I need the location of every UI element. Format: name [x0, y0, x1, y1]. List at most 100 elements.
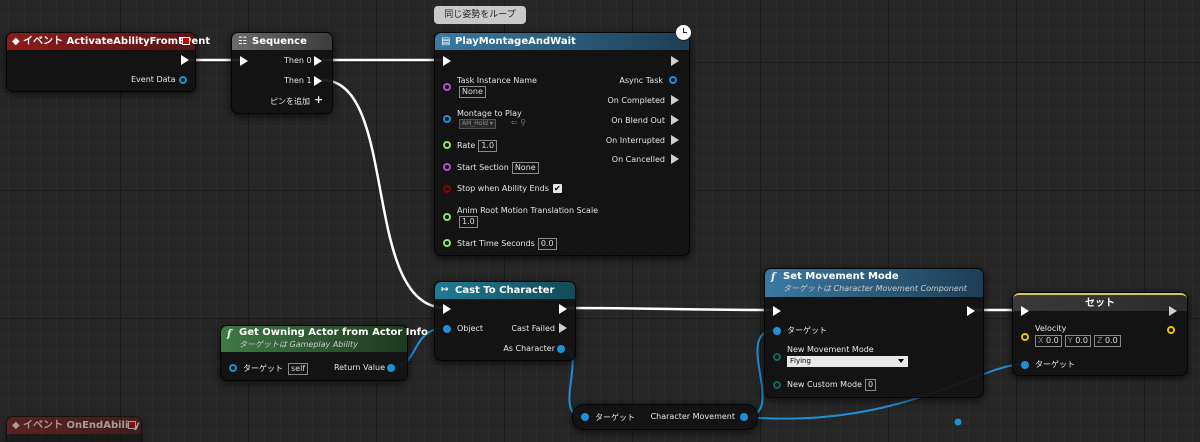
new-movement-mode-pin[interactable]	[773, 353, 781, 361]
set-movement-mode-node[interactable]: f Set Movement Mode ターゲットは Character Mov…	[764, 268, 984, 398]
anim-root-field[interactable]: 1.0	[457, 216, 478, 228]
set-velocity-exec-out-pin[interactable]	[1169, 306, 1177, 316]
set-movement-exec-out-pin[interactable]	[967, 306, 975, 316]
set-movement-title: Set Movement Mode	[783, 271, 899, 282]
stop-when-ends-checkbox[interactable]: ✔	[552, 184, 562, 193]
montage-exec-in-pin[interactable]	[443, 56, 451, 66]
event-on-end-ability-node[interactable]: ◆ イベント OnEndAbility	[6, 416, 142, 442]
async-task-pin[interactable]	[669, 76, 677, 84]
velocity-x-field[interactable]: X 0.0	[1035, 335, 1062, 347]
as-character-pin[interactable]	[557, 345, 565, 353]
return-value-pin[interactable]	[387, 364, 395, 372]
new-custom-mode-text: New Custom Mode	[787, 380, 862, 389]
char-movement-output-label: Character Movement	[650, 412, 735, 421]
set-movement-subtitle: ターゲットは Character Movement Component	[783, 284, 967, 293]
start-time-value[interactable]: 0.0	[537, 238, 557, 250]
anim-root-label: Anim Root Motion Translation Scale	[457, 206, 599, 215]
event-end-title: イベント OnEndAbility	[23, 420, 140, 431]
on-blend-out-label: On Blend Out	[611, 116, 665, 125]
cast-failed-pin[interactable]	[559, 323, 567, 333]
then1-exec-pin[interactable]	[314, 76, 322, 86]
anim-root-pin[interactable]	[443, 213, 451, 221]
montage-asset-dropdown[interactable]: AM_Hold ▾	[459, 119, 496, 129]
set-movement-target-label: ターゲット	[787, 326, 827, 335]
character-movement-get-node[interactable]: ターゲット Character Movement	[572, 404, 758, 430]
on-cancelled-pin[interactable]	[671, 154, 679, 164]
task-instance-field[interactable]: None	[457, 86, 486, 98]
then1-label: Then 1	[284, 76, 312, 85]
cast-exec-in-pin[interactable]	[443, 304, 451, 314]
cast-to-character-node[interactable]: ↦ Cast To Character Object Cast Failed A…	[434, 281, 576, 361]
set-movement-target-pin[interactable]	[773, 327, 781, 335]
char-movement-output-pin[interactable]	[740, 413, 748, 421]
set-velocity-target-pin[interactable]	[1021, 361, 1029, 369]
start-section-value[interactable]: None	[511, 162, 539, 174]
on-interrupted-pin[interactable]	[671, 135, 679, 145]
set-velocity-exec-in-pin[interactable]	[1021, 306, 1029, 316]
event-activate-ability-node[interactable]: ◆ イベント ActivateAbilityFromEvent Event Da…	[6, 32, 210, 92]
montage-browse-icons[interactable]: ⇐ ⚲	[511, 118, 527, 127]
sequence-node[interactable]: ☷ Sequence Then 0 Then 1 ピンを追加 +	[231, 32, 333, 114]
char-movement-target-pin[interactable]	[581, 413, 589, 421]
stop-when-ends-pin[interactable]	[443, 185, 451, 193]
event-end-header: ◆ イベント OnEndAbility	[7, 417, 141, 434]
as-character-label: As Character	[503, 344, 555, 353]
get-owning-subtitle: ターゲットは Gameplay Ability	[239, 340, 358, 349]
add-pin-plus-icon[interactable]: +	[314, 93, 324, 106]
get-owning-actor-node[interactable]: f Get Owning Actor from Actor Info ターゲット…	[220, 325, 428, 381]
play-montage-header: ▤ PlayMontageAndWait	[435, 33, 689, 50]
velocity-x-value: 0.0	[1046, 336, 1059, 345]
on-completed-pin[interactable]	[671, 95, 679, 105]
play-montage-title: PlayMontageAndWait	[455, 36, 576, 47]
montage-asset-value: AM_Hold	[462, 120, 488, 127]
function-f-icon: f	[227, 329, 232, 340]
montage-exec-out-pin[interactable]	[671, 56, 679, 66]
exec-wire-cast-setmode[interactable]	[565, 306, 777, 312]
movement-mode-dropdown[interactable]: Flying	[787, 356, 908, 367]
function-f-icon: f	[771, 272, 776, 283]
velocity-out-pin[interactable]	[1167, 326, 1175, 334]
new-custom-mode-value[interactable]: 0	[864, 379, 877, 391]
set-velocity-target-label: ターゲット	[1035, 360, 1075, 369]
on-blend-out-pin[interactable]	[671, 115, 679, 125]
char-movement-target-label: ターゲット	[595, 413, 635, 422]
event-diamond-icon: ◆	[12, 36, 20, 47]
rate-value[interactable]: 1.0	[478, 140, 498, 152]
start-section-pin[interactable]	[443, 163, 451, 171]
montage-to-play-pin[interactable]	[443, 115, 451, 123]
get-owning-target-pin[interactable]	[229, 364, 237, 372]
delegate-square-icon	[182, 37, 190, 45]
rate-pin[interactable]	[443, 141, 451, 149]
add-pin-button[interactable]: ピンを追加	[270, 97, 310, 106]
velocity-in-pin[interactable]	[1021, 333, 1029, 341]
movement-mode-dropdown-wrap[interactable]: Flying	[787, 356, 908, 367]
montage-to-play-label: Montage to Play	[457, 109, 522, 118]
task-instance-pin[interactable]	[443, 83, 451, 91]
exec-wire-then1-cast[interactable]	[321, 78, 447, 310]
then0-exec-pin[interactable]	[314, 56, 322, 66]
event-exec-out-pin[interactable]	[181, 55, 189, 65]
event-data-pin[interactable]	[179, 76, 187, 84]
sequence-title: Sequence	[252, 36, 307, 47]
comment-bubble[interactable]: 同じ姿勢をループ	[434, 6, 526, 24]
cast-object-pin[interactable]	[443, 325, 451, 333]
set-movement-header: f Set Movement Mode ターゲットは Character Mov…	[765, 269, 983, 297]
start-time-pin[interactable]	[443, 239, 451, 247]
anim-root-value[interactable]: 1.0	[459, 216, 478, 228]
sequence-exec-in-pin[interactable]	[240, 56, 248, 66]
set-movement-exec-in-pin[interactable]	[773, 306, 781, 316]
velocity-z-field[interactable]: Z 0.0	[1093, 335, 1121, 347]
play-montage-and-wait-node[interactable]: ▤ PlayMontageAndWait Task Instance Name …	[434, 32, 690, 256]
cast-exec-out-pin[interactable]	[559, 304, 567, 314]
wire-reroute-dot[interactable]	[954, 418, 962, 426]
cast-object-label: Object	[457, 324, 484, 333]
new-custom-mode-pin[interactable]	[773, 381, 781, 389]
get-owning-target-value[interactable]: self	[288, 363, 309, 375]
velocity-y-field[interactable]: Y 0.0	[1064, 335, 1091, 347]
task-instance-value[interactable]: None	[459, 86, 486, 98]
